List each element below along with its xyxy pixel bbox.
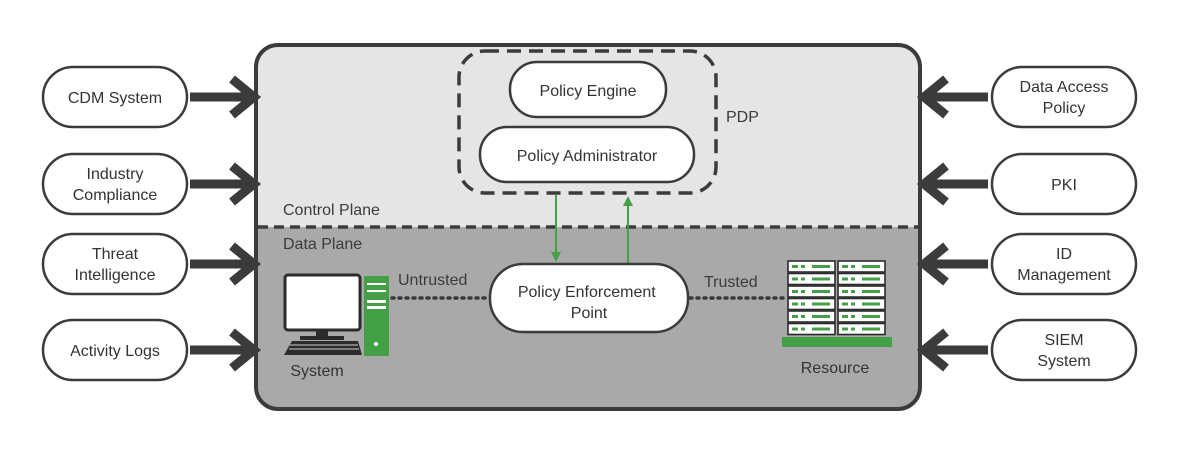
- input-box: [41, 232, 189, 296]
- input-pki: PKI: [916, 152, 1138, 216]
- input-box: [990, 318, 1138, 382]
- input-label: CDM System: [68, 90, 162, 107]
- arrow-left-icon: [916, 242, 988, 286]
- pa-to-pep-connector: [551, 195, 561, 262]
- computer-icon: [283, 273, 389, 356]
- system-label: System: [290, 363, 343, 380]
- policy-engine-label: Policy Engine: [540, 83, 637, 100]
- main-container-border: [254, 43, 922, 411]
- trusted-label: Trusted: [704, 274, 758, 291]
- policy-administrator-label: Policy Administrator: [517, 148, 658, 165]
- input-box: [990, 65, 1138, 129]
- arrow-right-icon: [190, 242, 262, 286]
- input-box: [41, 318, 189, 382]
- input-box: [990, 232, 1138, 296]
- policy-administrator-node: [478, 125, 696, 184]
- policy-engine-node: [508, 60, 668, 119]
- resource-label: Resource: [801, 360, 870, 377]
- arrow-left-icon: [916, 328, 988, 372]
- pep-to-pa-connector: [623, 196, 633, 264]
- input-label: Activity Logs: [70, 343, 160, 360]
- data-plane-label: Data Plane: [283, 236, 362, 253]
- pdp-group: [457, 49, 718, 195]
- untrusted-label: Untrusted: [398, 272, 467, 289]
- input-box: [41, 152, 189, 216]
- policy-enforcement-point-node: [488, 262, 690, 334]
- input-cdm-system: CDM System: [41, 65, 262, 129]
- pdp-label: PDP: [726, 109, 759, 126]
- arrow-left-icon: [916, 162, 988, 206]
- input-activity-logs: Activity Logs: [41, 318, 262, 382]
- arrow-right-icon: [190, 75, 262, 119]
- input-box: [41, 65, 189, 129]
- input-label: PKI: [1051, 177, 1077, 194]
- server-rack-icon: [782, 260, 892, 347]
- control-plane-label: Control Plane: [283, 202, 380, 219]
- pep-label: Policy Enforcement Point: [518, 284, 660, 322]
- arrow-left-icon: [916, 75, 988, 119]
- arrow-right-icon: [190, 162, 262, 206]
- input-box: [990, 152, 1138, 216]
- arrow-right-icon: [190, 328, 262, 372]
